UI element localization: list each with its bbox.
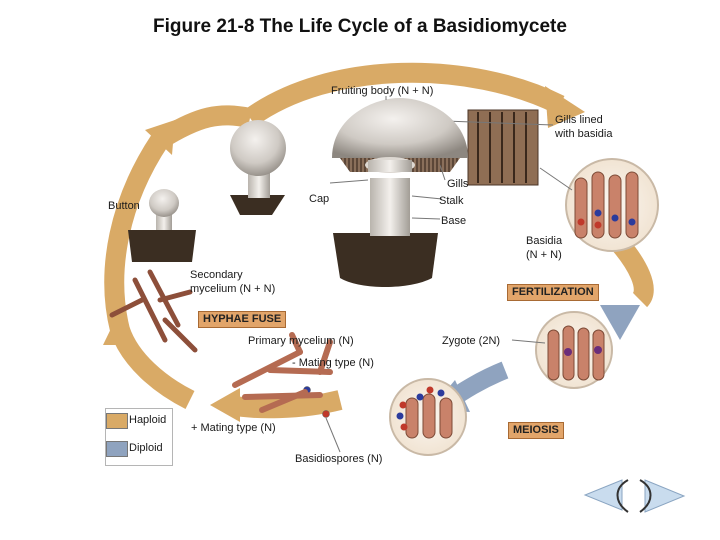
gills-closeup [444, 109, 554, 186]
zygote-circle [511, 311, 613, 389]
legend-diploid-label: Diploid [129, 442, 163, 454]
label-cap: Cap [309, 193, 330, 205]
label-basidia-ploidy: (N + N) [526, 249, 562, 261]
label-gills: Gills [447, 178, 469, 190]
label-secondary: Secondary [190, 269, 243, 281]
label-zygote: Zygote (2N) [442, 335, 501, 347]
label-fruiting-body: Fruiting body (N + N) [331, 85, 434, 97]
nav-previous-button[interactable] [583, 479, 629, 513]
label-with-basidia: with basidia [555, 128, 613, 140]
chevron-right-icon [639, 479, 652, 513]
fruiting-body [329, 96, 468, 287]
label-gills-lined: Gills lined [555, 114, 603, 126]
label-plus-mating-type: + Mating type (N) [191, 422, 276, 434]
fertilization-tag: FERTILIZATION [507, 284, 599, 301]
label-button: Button [108, 200, 140, 212]
hyphae-fuse-tag: HYPHAE FUSE [198, 311, 287, 328]
nav-next-button[interactable] [639, 479, 686, 513]
basidia-circle [539, 158, 659, 252]
label-primary-mycelium: Primary mycelium (N) [248, 335, 354, 347]
legend-haploid-label: Haploid [129, 414, 167, 426]
meiosis-tag: MEIOSIS [508, 422, 564, 439]
young-mushroom [230, 120, 286, 215]
label-stalk: Stalk [439, 195, 464, 207]
chevron-left-icon [616, 479, 629, 513]
basidiospores-circle [389, 378, 467, 456]
legend-diploid-swatch [106, 441, 128, 457]
label-basidia: Basidia [526, 235, 563, 247]
button-mushroom [128, 189, 196, 262]
label-minus-mating-type: - Mating type (N) [292, 357, 374, 369]
label-secondary-mycelium: mycelium (N + N) [190, 283, 276, 295]
haploid-cycle-arrows [103, 62, 654, 422]
legend-haploid-swatch [106, 413, 128, 429]
label-base: Base [441, 215, 467, 227]
secondary-mycelium [109, 269, 198, 353]
primary-mycelium [232, 332, 333, 413]
figure-title: Figure 21-8 The Life Cycle of a Basidiom… [153, 16, 567, 37]
label-basidiospores: Basidiospores (N) [295, 453, 383, 465]
